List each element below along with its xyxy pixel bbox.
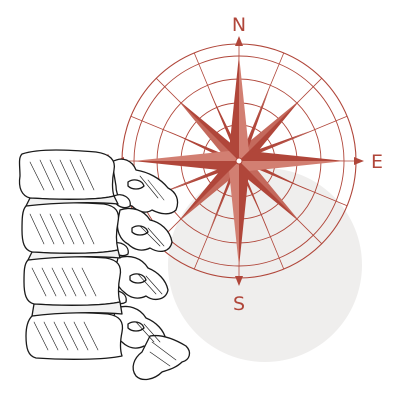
spine-discs <box>25 195 123 317</box>
spine-illustration <box>18 149 191 381</box>
backdrop-circle <box>168 168 362 362</box>
compass-star <box>133 55 345 267</box>
compass-label-north: N <box>232 14 246 36</box>
vertebra-4 <box>25 312 124 360</box>
spine-processes <box>109 158 191 381</box>
compass-center <box>235 157 243 165</box>
spine-vertebral-bodies <box>18 149 124 360</box>
compass-label-east: E <box>371 151 383 173</box>
spine-hatching <box>29 159 177 367</box>
compass-label-south: S <box>233 293 245 315</box>
compass-intercardinal-points <box>177 99 301 223</box>
compass-cardinal-points <box>133 55 345 267</box>
